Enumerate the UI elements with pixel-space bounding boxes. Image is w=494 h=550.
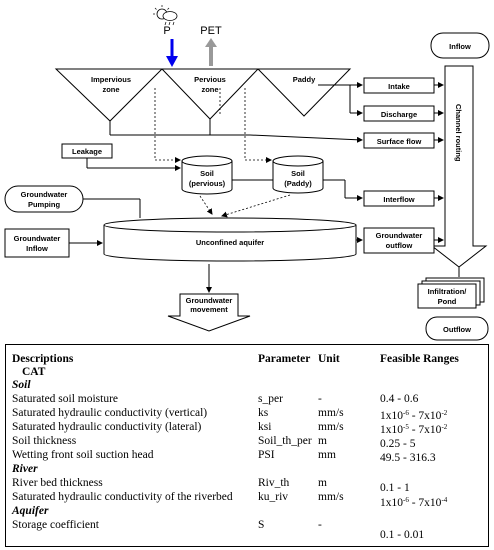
header-feasible-ranges: Feasible Ranges [380,353,459,365]
impervious-zone [54,68,164,122]
cell-parameter: Riv_th [258,477,290,489]
infiltration-pond-label: Infiltration/Pond [428,287,468,306]
header-descriptions: Descriptions [12,353,74,365]
cell-parameter: s_per [258,393,283,405]
table-row: Wetting front soil suction head PSI mm 4… [6,448,488,464]
cell-parameter: Soil_th_per [258,435,312,447]
unconfined-aquifer-label: Unconfined aquifer [196,238,264,247]
header-parameter: Parameter [258,353,311,365]
surface-flow-label: Surface flow [377,137,422,146]
interflow-label: Interflow [383,195,414,204]
cell-unit: m [318,435,327,447]
channel-routing-label: Channel routing [454,104,463,162]
dashed-connectors [154,88,291,218]
rain-cloud-icon [153,5,178,26]
intake-label: Intake [388,82,410,91]
pet-label: PET [200,25,222,37]
cell-unit: - [318,393,322,405]
soil-pervious-label: Soil(pervious) [189,169,226,188]
paddy-zone [256,68,352,117]
channel-routing-arrow [430,65,488,268]
soil-paddy-label: Soil(Paddy) [284,169,312,188]
leakage-label: Leakage [72,147,102,156]
section-heading: Soil [6,378,488,392]
cell-description: Saturated hydraulic conductivity (latera… [12,421,202,433]
infiltration-pond-stack [417,277,485,309]
cell-range: 0.1 - 1 [380,482,410,494]
table-row: Saturated hydraulic conductivity of the … [6,490,488,509]
precipitation-label: P [163,25,170,37]
precipitation-arrow [166,39,178,67]
model-name-row: CAT [6,365,488,379]
header-unit: Unit [318,353,340,365]
cell-range: 0.4 - 0.6 [380,393,419,405]
cell-parameter: S [258,519,265,531]
cell-range: 1x10-6 - 7x10-4 [380,496,448,510]
section-heading: Aquifer [6,504,488,518]
cell-description: Saturated soil moisture [12,393,119,405]
outflow-label: Outflow [443,325,471,334]
table-row: Storage coefficient S - 0.1 - 0.01 [6,518,488,541]
section-soil: Soil [12,379,31,391]
cell-parameter: ks [258,407,269,419]
discharge-label: Discharge [381,110,417,119]
cell-description: Saturated hydraulic conductivity of the … [12,491,233,503]
cell-parameter: ksi [258,421,272,433]
table-row: Soil thickness Soil_th_per m 0.25 - 5 [6,434,488,450]
cell-range: 49.5 - 316.3 [380,452,436,464]
groundwater-outflow-box [363,227,435,254]
cell-range: 1x10-6 - 7x10-2 [380,409,448,423]
inflow-label: Inflow [449,42,471,51]
pervious-zone [160,68,260,120]
unconfined-aquifer-cylinder [103,217,357,262]
cell-description: Soil thickness [12,435,77,447]
table-row: Saturated hydraulic conductivity (vertic… [6,406,488,423]
table-row: River bed thickness Riv_th m 0.1 - 1 [6,476,488,494]
cell-unit: mm/s [318,407,344,419]
groundwater-inflow-box [4,228,70,258]
cell-description: Saturated hydraulic conductivity (vertic… [12,407,208,419]
table-row: Saturated soil moisture s_per - 0.4 - 0.… [6,392,488,406]
outflow-box [425,316,489,341]
pet-arrow [205,38,217,66]
cell-description: Wetting front soil suction head [12,449,154,461]
cell-description: Storage coefficient [12,519,99,531]
model-name: CAT [22,366,46,378]
table-header-row: Descriptions Parameter Unit Feasible Ran… [6,352,488,366]
parameter-table: Descriptions Parameter Unit Feasible Ran… [5,344,489,547]
section-aquifer: Aquifer [12,505,49,517]
paddy-zone-label: Paddy [293,75,316,84]
cell-range: 0.25 - 5 [380,438,416,450]
soil-paddy-cylinder [272,155,324,194]
groundwater-movement-arrow [167,293,251,332]
cell-unit: m [318,477,327,489]
soil-pervious-cylinder [181,155,233,195]
cell-unit: mm/s [318,421,344,433]
section-heading: River [6,462,488,476]
cell-unit: mm [318,449,336,461]
section-river: River [12,463,38,475]
cell-unit: - [318,519,322,531]
cell-range: 1x10-5 - 7x10-2 [380,423,448,437]
cell-parameter: PSI [258,449,275,461]
cell-range: 0.1 - 0.01 [380,529,425,541]
table-row: Saturated hydraulic conductivity (latera… [6,420,488,437]
inflow-box [430,32,490,59]
flow-connectors [69,82,460,293]
cell-parameter: ku_riv [258,491,289,503]
cell-unit: mm/s [318,491,344,503]
cell-description: River bed thickness [12,477,103,489]
